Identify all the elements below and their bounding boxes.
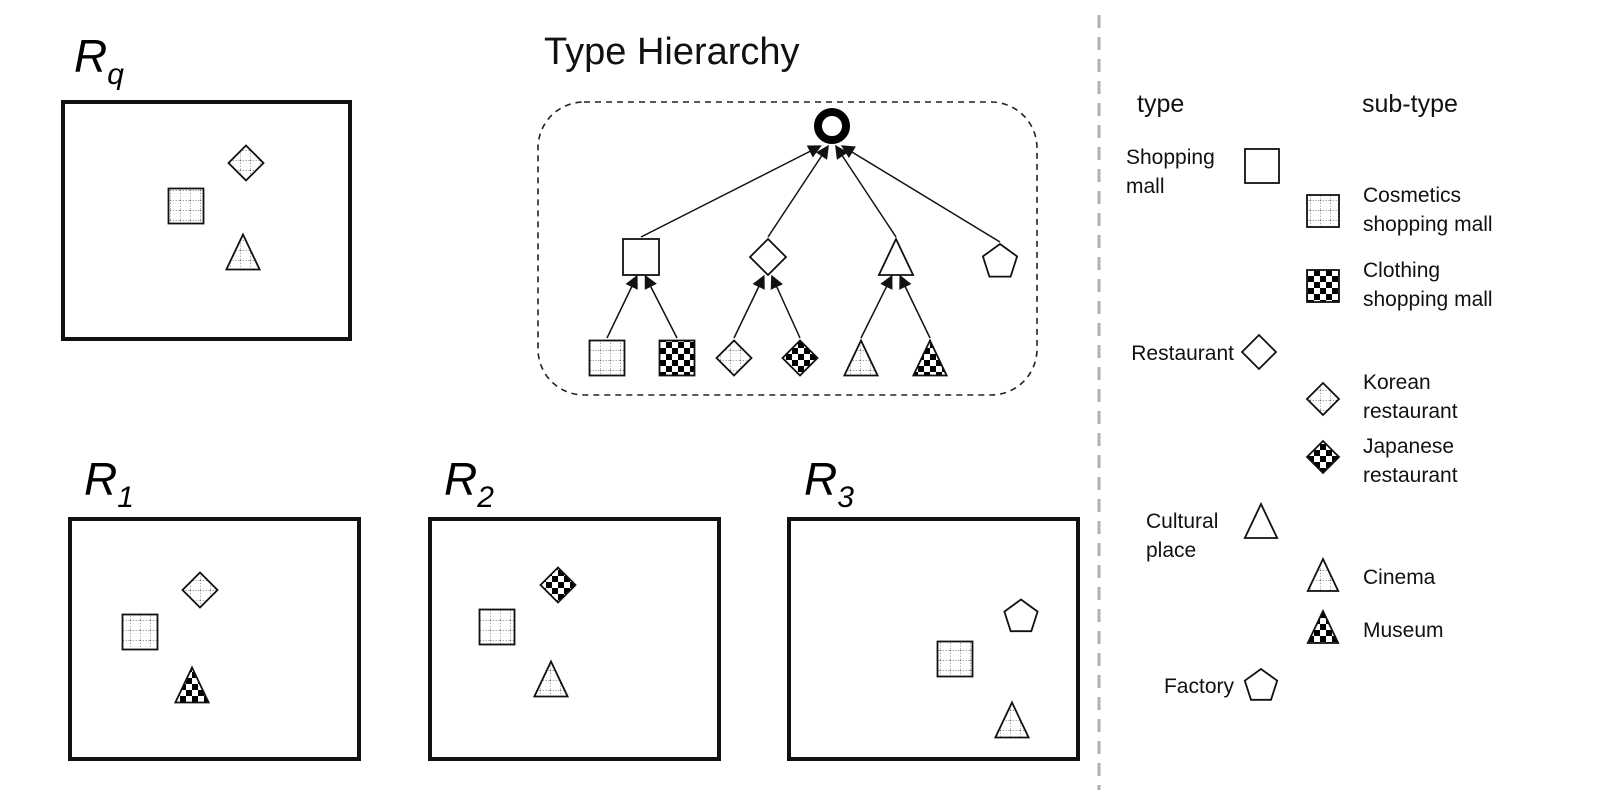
- legend-type-cultural-symbol: [1243, 501, 1279, 539]
- legend-subtype-header: sub-type: [1362, 90, 1458, 118]
- edge-restaurant-to-root: [767, 144, 829, 238]
- edge-korean-to-restaurant: [733, 274, 765, 339]
- hierarchy-node-korean: [715, 339, 753, 377]
- region-label-r2: R2: [444, 453, 494, 514]
- region-glyphs: [121, 144, 1039, 739]
- legend-subtype-japanese-symbol: [1305, 439, 1341, 475]
- legend-subtype-museum-symbol: [1306, 608, 1340, 644]
- region-box-r1: [68, 517, 361, 761]
- hierarchy-node-clothing: [658, 339, 696, 377]
- region-label-rq: Rq: [74, 30, 124, 91]
- r3-factory-symbol: [1003, 598, 1039, 633]
- legend-subtype-korean-symbol: [1305, 381, 1341, 417]
- region-label-r1: R1: [84, 453, 134, 514]
- edge-cinema-to-cultural: [860, 274, 893, 339]
- edge-japanese-to-restaurant: [770, 274, 801, 339]
- r3-cosmetics-symbol: [936, 640, 974, 678]
- region-box-r2: [428, 517, 721, 761]
- region-label-r3: R3: [804, 453, 854, 514]
- r3-cinema-symbol: [993, 700, 1031, 739]
- legend-type-restaurant-label: Restaurant: [1131, 342, 1234, 365]
- legend-type-factory-symbol: [1243, 667, 1279, 701]
- rq-korean-symbol: [227, 144, 265, 182]
- legend-type-header: type: [1137, 90, 1184, 118]
- r2-cosmetics-symbol: [478, 608, 516, 646]
- root-node: [814, 108, 850, 144]
- legend-type-restaurant-symbol: [1240, 333, 1278, 371]
- hierarchy-frame: [537, 101, 1038, 396]
- hierarchy-nodes: [588, 236, 1019, 377]
- legend-subtype-cinema-label: Cinema: [1363, 566, 1436, 589]
- edge-shopping-to-root: [640, 145, 822, 238]
- hierarchy-edges: [606, 144, 1001, 339]
- hierarchy-node-cosmetics: [588, 339, 626, 377]
- edge-cosmetics-to-shopping: [606, 274, 638, 339]
- edge-museum-to-cultural: [899, 274, 931, 339]
- hierarchy-node-cultural: [877, 236, 915, 276]
- edge-factory-to-root: [840, 145, 1001, 243]
- legend-subtype-clothing-symbol: [1306, 269, 1340, 303]
- hierarchy-node-restaurant: [748, 237, 788, 277]
- r1-museum-symbol: [173, 665, 211, 704]
- edge-cultural-to-root: [835, 144, 897, 238]
- rq-cinema-symbol: [224, 232, 262, 271]
- hierarchy-node-factory: [981, 242, 1019, 278]
- hierarchy-title: Type Hierarchy: [544, 31, 800, 73]
- r2-cinema-symbol: [532, 659, 570, 698]
- legend-subtype-museum-label: Museum: [1363, 619, 1444, 642]
- r1-cosmetics-symbol: [121, 613, 159, 651]
- legend-subtype-cosmetics-symbol: [1306, 194, 1340, 228]
- hierarchy-node-shopping: [622, 238, 660, 276]
- r1-korean-symbol: [181, 571, 219, 609]
- hierarchy-node-museum: [911, 338, 949, 377]
- region-box-r3: [787, 517, 1080, 761]
- hierarchy-node-cinema: [842, 338, 880, 377]
- r2-japanese-symbol: [539, 566, 577, 604]
- legend-type-factory-label: Factory: [1164, 675, 1235, 698]
- edge-clothing-to-shopping: [644, 274, 678, 339]
- legend-type-shopping-symbol: [1244, 148, 1280, 184]
- hierarchy-node-japanese: [781, 339, 819, 377]
- legend-subtype-cinema-symbol: [1306, 556, 1340, 592]
- region-box-rq: [61, 100, 352, 341]
- rq-cosmetics-symbol: [167, 187, 205, 225]
